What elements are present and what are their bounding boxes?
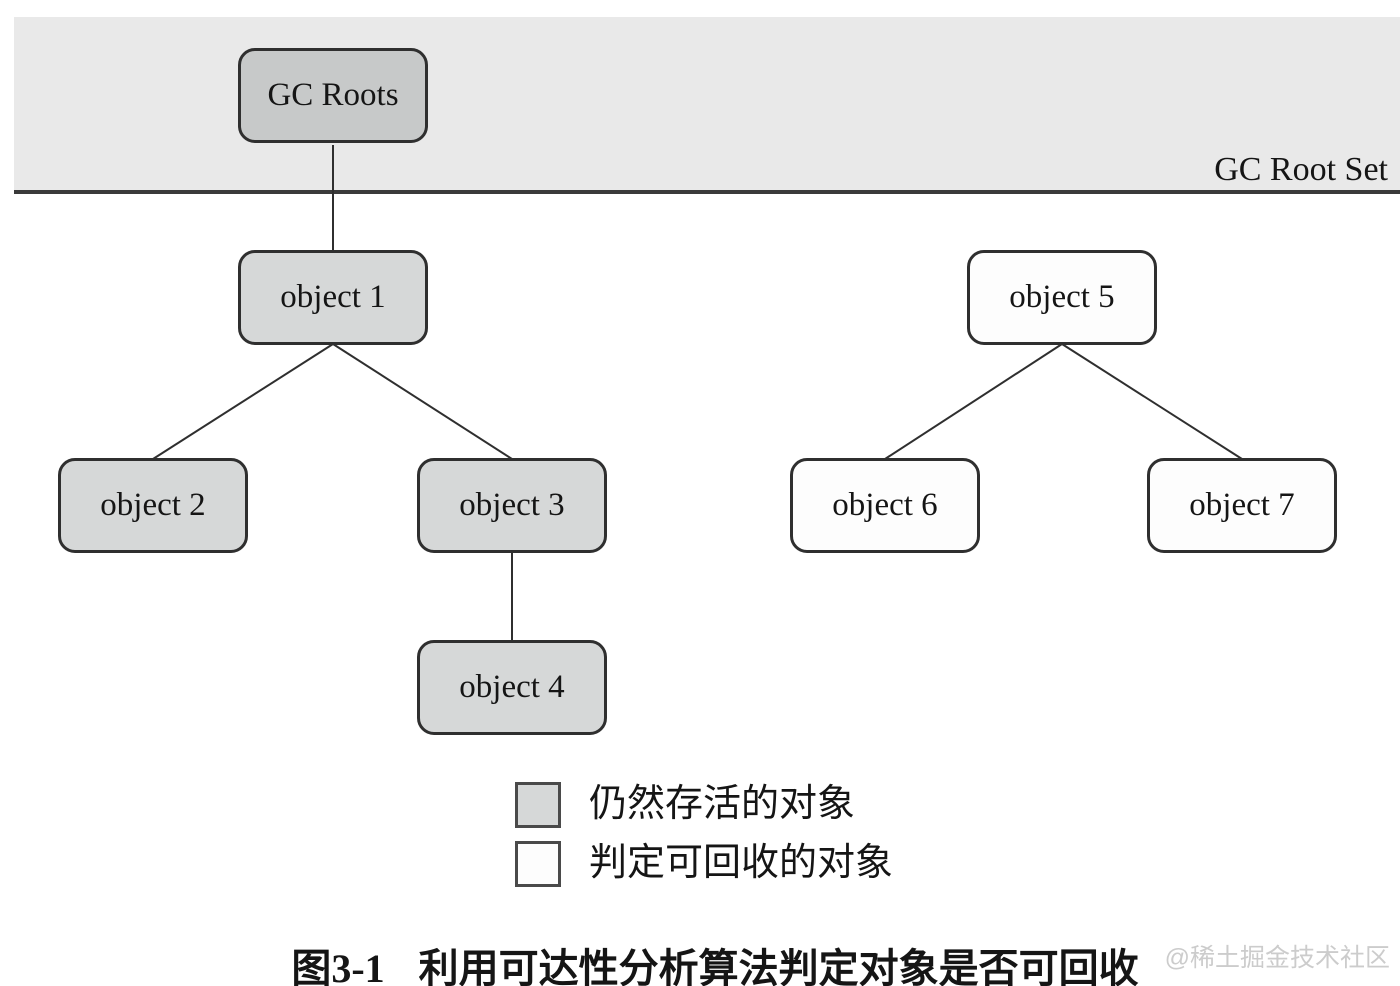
object-4-node: object 4: [417, 640, 607, 735]
object-1-node-label: object 1: [280, 279, 386, 315]
object-1-node: object 1: [238, 250, 428, 345]
object-2-node-label: object 2: [100, 487, 206, 523]
figure-caption-number: 图3-1: [291, 946, 385, 986]
object-2-node: object 2: [58, 458, 248, 553]
legend-swatch-alive: [515, 782, 561, 828]
legend-item-collectable: 判定可回收的对象: [515, 841, 893, 887]
object-7-node-label: object 7: [1189, 487, 1295, 523]
legend: 仍然存活的对象 判定可回收的对象: [515, 782, 893, 900]
object-3-node-label: object 3: [459, 487, 565, 523]
object-3-node: object 3: [417, 458, 607, 553]
gc-root-set-label: GC Root Set: [1214, 151, 1388, 188]
legend-label-collectable: 判定可回收的对象: [589, 842, 894, 885]
figure-caption: 图3-1 利用可达性分析算法判定对象是否可回收: [30, 936, 1400, 986]
object-6-node: object 6: [790, 458, 980, 553]
object-5-node-label: object 5: [1009, 279, 1115, 315]
watermark: @稀土掘金技术社区: [1164, 944, 1390, 972]
object-7-node: object 7: [1147, 458, 1337, 553]
edge-object5-object7: [1061, 343, 1243, 460]
object-4-node-label: object 4: [459, 669, 565, 705]
gc-roots-node: GC Roots: [238, 48, 428, 143]
figure-caption-text: 利用可达性分析算法判定对象是否可回收: [418, 946, 1139, 986]
legend-swatch-collectable: [515, 841, 561, 887]
object-6-node-label: object 6: [832, 487, 938, 523]
object-5-node: object 5: [967, 250, 1157, 345]
edge-object1-object3: [332, 343, 513, 460]
legend-label-alive: 仍然存活的对象: [589, 783, 856, 826]
legend-item-alive: 仍然存活的对象: [515, 782, 893, 828]
edge-object5-object6: [884, 343, 1063, 460]
edge-object1-object2: [152, 343, 334, 460]
gc-roots-node-label: GC Roots: [267, 77, 399, 113]
